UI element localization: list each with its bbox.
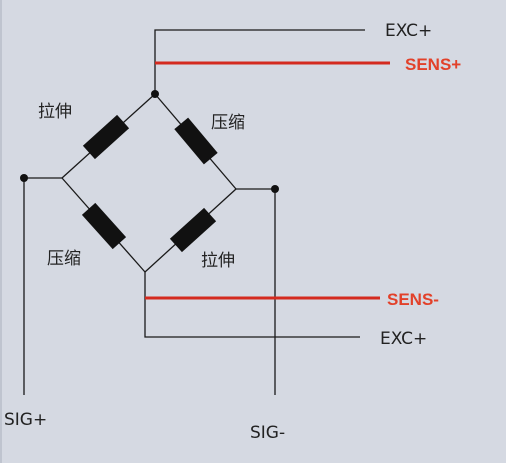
resistor-bottom-left [81,202,127,250]
bridge-wires [23,29,365,395]
sens-minus-label: SENS- [387,290,439,309]
sig-minus-label: SIG- [250,423,285,443]
sig-plus-label: SIG+ [4,410,47,430]
resistor-bottom-right [169,207,217,253]
tension-top-left-label: 拉伸 [38,102,72,122]
resistors [81,114,218,253]
sens-plus-label: SENS+ [405,55,461,74]
resistor-top-left [82,114,130,160]
junction-dots [20,90,279,193]
junction-right [271,185,279,193]
junction-top [151,90,159,98]
resistor-top-right [174,117,218,165]
wire-exc-plus-bottom [144,272,360,338]
junction-left [20,174,28,182]
wire-exc-plus-top [154,29,365,94]
wire-sig-minus [236,188,276,395]
compression-bottom-left-label: 压缩 [47,249,81,269]
exc-plus-top-label: EXC+ [385,21,432,41]
compression-top-right-label: 压缩 [211,113,245,133]
tension-bottom-right-label: 拉伸 [201,251,235,271]
exc-plus-bottom-label: EXC+ [380,329,427,349]
wire-sig-plus [23,177,62,395]
